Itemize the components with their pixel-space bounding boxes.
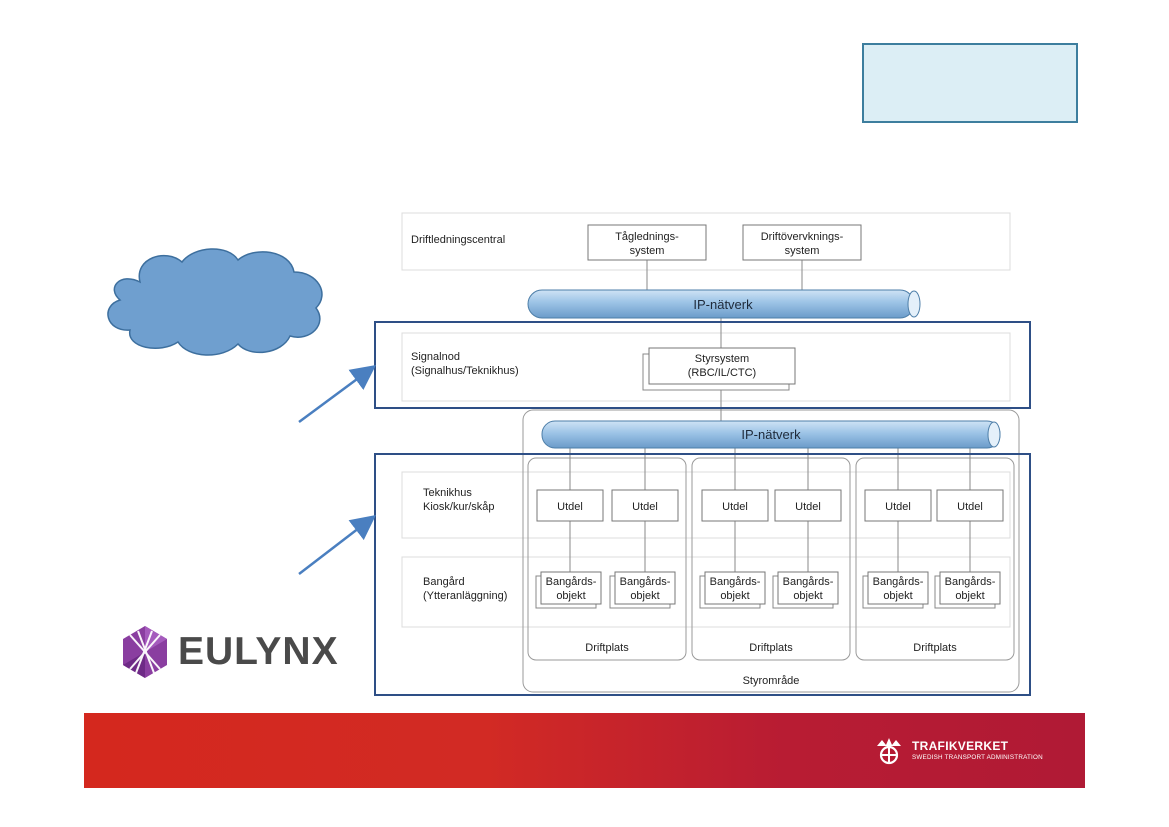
styromrade-label: Styrområde — [743, 675, 800, 687]
utdel-box — [611, 489, 679, 522]
label-signalnod-2: (Signalhus/Teknikhus) — [411, 365, 519, 377]
bangardsobjekt-label-1: Bangårds- — [620, 576, 671, 588]
utdel-label: Utdel — [557, 501, 583, 513]
utdel-box — [774, 489, 842, 522]
bangardsobjekt-box — [939, 571, 1001, 605]
driftplats-box-2 — [691, 457, 851, 661]
driftplats-label-3: Driftplats — [913, 642, 957, 654]
styrsystem-label-2: (RBC/IL/CTC) — [688, 367, 756, 379]
driftovervakningssystem-box — [742, 224, 862, 261]
driftplats-label-1: Driftplats — [585, 642, 629, 654]
utdel-label: Utdel — [722, 501, 748, 513]
tagledningssystem-label-1: Tågledning­s- — [615, 231, 679, 243]
label-teknikhus-1: Teknikhus — [423, 487, 472, 499]
bangardsobjekt-label-1: Bangårds- — [546, 576, 597, 588]
styrsystem-box — [648, 347, 796, 385]
footer-banner — [84, 713, 1085, 788]
label-driftledningscentral: Driftledningscentral — [411, 234, 505, 246]
bangardsobjekt-box — [614, 571, 676, 605]
driftplats-box-1 — [527, 457, 687, 661]
tagledningssystem-label-2: system — [630, 245, 665, 257]
arrow-signalnod — [298, 365, 377, 424]
title-box — [862, 43, 1078, 123]
label-teknikhus-2: Kiosk/kur/skåp — [423, 501, 495, 513]
highlight-frame-signalnod — [374, 321, 1031, 409]
bangardsobjekt-box — [777, 571, 839, 605]
bangardsobjekt-box — [704, 571, 766, 605]
ip-network-pipe-top: IP-nätverk — [527, 289, 921, 319]
utdel-label: Utdel — [632, 501, 658, 513]
bangardsobjekt-box — [540, 571, 602, 605]
eulynx-wordmark: EULYNX — [178, 630, 339, 673]
trafikverket-subtitle: SWEDISH TRANSPORT ADMINISTRATION — [912, 754, 1043, 761]
utdel-box — [936, 489, 1004, 522]
label-bangard-2: (Ytteranläggning) — [423, 590, 507, 602]
ip-network-pipe-bottom: IP-nätverk — [541, 420, 1001, 449]
bangardsobjekt-label-1: Bangårds- — [873, 576, 924, 588]
arrow-styromrade — [298, 514, 376, 575]
bangardsobjekt-label-2: objekt — [955, 590, 984, 602]
utdel-units: Utdel Utdel Utdel Utdel Utdel Utdel — [536, 489, 1004, 522]
bangardsobjekt-units: Bangårds- objekt Bangårds- objekt Bangår… — [535, 571, 1001, 609]
utdel-box — [701, 489, 769, 522]
driftplats-box-3 — [855, 457, 1015, 661]
highlight-frame-styromrade — [374, 453, 1031, 696]
eulynx-logo-icon — [123, 626, 167, 678]
ip-network-label-bottom: IP-nätverk — [741, 427, 801, 442]
styrsystem-label-1: Styrsystem — [695, 353, 749, 365]
driftovervakningssystem-label-1: Driftövervknings- — [761, 231, 844, 243]
styromrade-container — [522, 409, 1020, 693]
utdel-box — [864, 489, 932, 522]
bangardsobjekt-label-2: objekt — [556, 590, 585, 602]
label-bangard-1: Bangård — [423, 576, 465, 588]
label-signalnod-1: Signalnod — [411, 351, 460, 363]
bangardsobjekt-label-1: Bangårds- — [945, 576, 996, 588]
bangardsobjekt-label-2: objekt — [793, 590, 822, 602]
utdel-label: Utdel — [795, 501, 821, 513]
bangardsobjekt-label-1: Bangårds- — [710, 576, 761, 588]
bangardsobjekt-label-2: objekt — [720, 590, 749, 602]
bangardsobjekt-box — [867, 571, 929, 605]
utdel-label: Utdel — [885, 501, 911, 513]
trafikverket-name: TRAFIKVERKET — [912, 739, 1009, 753]
ip-network-label-top: IP-nätverk — [693, 297, 753, 312]
bangardsobjekt-label-2: objekt — [883, 590, 912, 602]
utdel-label: Utdel — [957, 501, 983, 513]
bangardsobjekt-label-1: Bangårds- — [783, 576, 834, 588]
utdel-box — [536, 489, 604, 522]
driftplats-label-2: Driftplats — [749, 642, 793, 654]
tagledningssystem-box — [587, 224, 707, 261]
cloud-shape — [107, 248, 323, 356]
driftovervakningssystem-label-2: system — [785, 245, 820, 257]
bangardsobjekt-label-2: objekt — [630, 590, 659, 602]
trafikverket-crown-icon — [877, 738, 901, 765]
